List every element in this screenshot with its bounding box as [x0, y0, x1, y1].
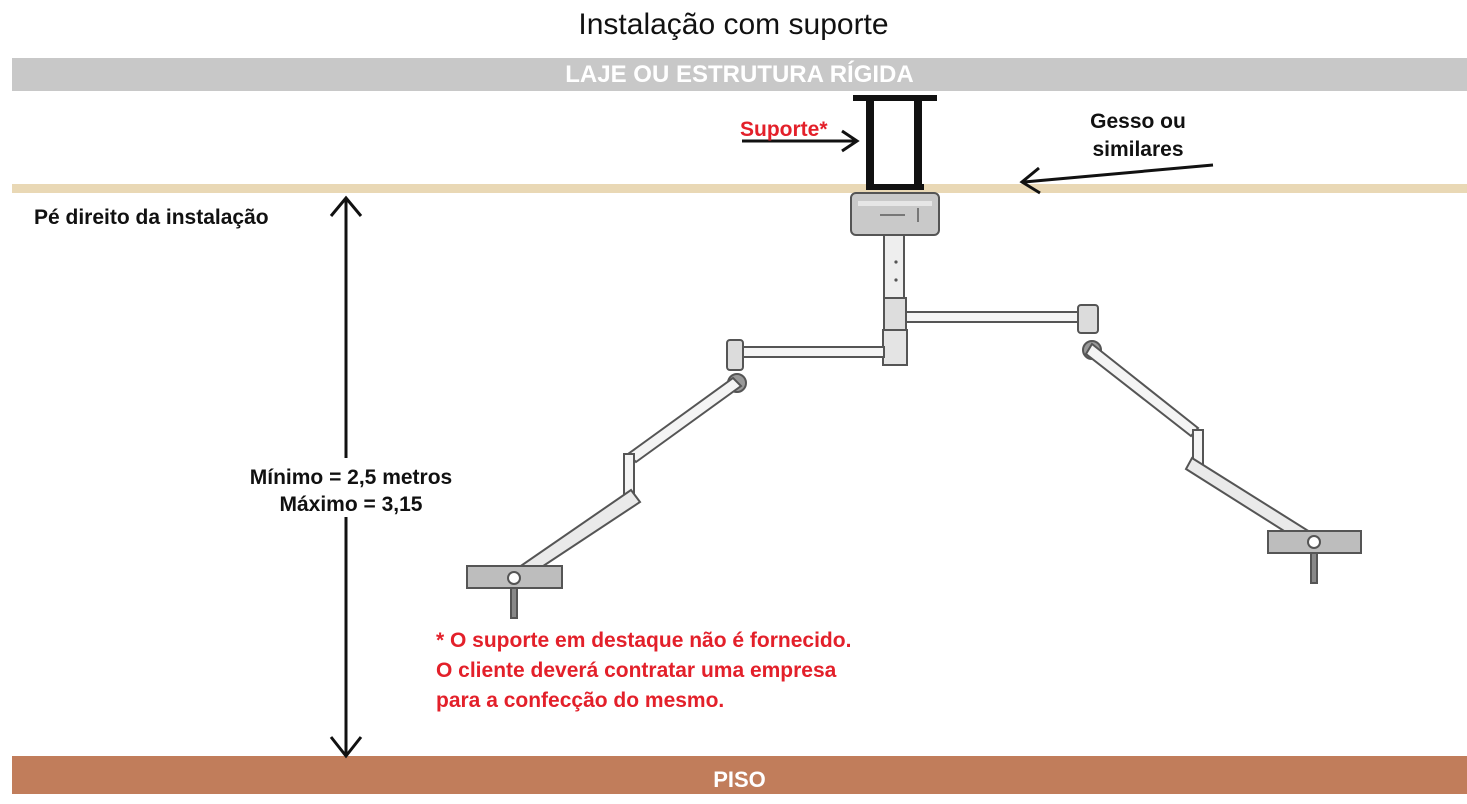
height-label: Pé direito da instalação [34, 206, 269, 229]
plaster-label-line2: similares [1092, 138, 1184, 161]
max-height-label: Máximo = 3,15 [279, 493, 423, 516]
support-arrow [742, 129, 860, 153]
height-dimension-arrow [329, 195, 363, 759]
support-bracket [853, 95, 937, 190]
plaster-label-line1: Gesso ou [1090, 110, 1186, 133]
note-line-3: para a confecção do mesmo. [436, 689, 725, 712]
diagram-title: Instalação com suporte [578, 8, 889, 41]
ceiling-slab: LAJE OU ESTRUTURA RÍGIDA [12, 58, 1467, 91]
support-label: Suporte* [740, 118, 828, 141]
plaster-label: Gesso ou similares [1073, 110, 1203, 162]
min-height-label: Mínimo = 2,5 metros [249, 466, 453, 489]
plaster-arrow [1019, 163, 1214, 195]
ceiling-mount [850, 192, 940, 236]
note-line-2: O cliente deverá contratar uma empresa [436, 659, 837, 682]
left-arm [466, 339, 885, 619]
right-arm [905, 304, 1362, 584]
height-range-label: Mínimo = 2,5 metros Máximo = 3,15 [220, 466, 482, 517]
support-note: * O suporte em destaque não é fornecido.… [436, 626, 851, 716]
plaster-ceiling-line [12, 184, 1467, 193]
note-line-1: * O suporte em destaque não é fornecido. [436, 629, 852, 652]
floor-band: PISO [12, 756, 1467, 794]
central-column [882, 234, 908, 366]
